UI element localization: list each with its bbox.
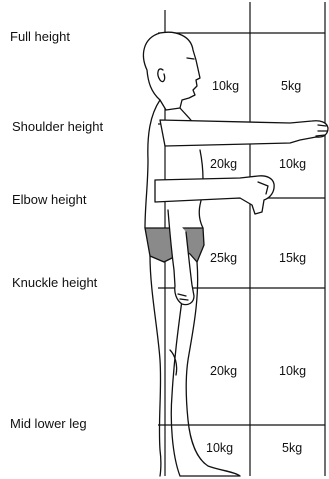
figure-upper-arm (160, 120, 328, 146)
weight-zone3-outer: 15kg (279, 251, 306, 265)
weight-zone5-outer: 5kg (282, 441, 302, 455)
weight-zone2-inner: 20kg (210, 157, 237, 171)
weight-zone1-inner: 10kg (212, 79, 239, 93)
weight-zone5-inner: 10kg (206, 441, 233, 455)
label-full-height: Full height (10, 29, 70, 44)
weight-zone4-inner: 20kg (210, 364, 237, 378)
figure-back-leg (150, 256, 161, 476)
figure-back (145, 100, 160, 228)
weight-zone2-outer: 10kg (279, 157, 306, 171)
label-knuckle-height: Knuckle height (12, 275, 98, 290)
label-elbow-height: Elbow height (12, 192, 87, 207)
weight-zone4-outer: 10kg (279, 364, 306, 378)
weight-zone1-outer: 5kg (281, 79, 301, 93)
label-shoulder-height: Shoulder height (12, 119, 103, 134)
label-mid-lower-leg: Mid lower leg (10, 416, 87, 431)
figure-head (143, 32, 200, 110)
figure-hanging-arm (168, 210, 194, 305)
weight-zone3-inner: 25kg (210, 251, 237, 265)
figure-lower-arm (155, 176, 274, 214)
height-labels: Full height Shoulder height Elbow height… (10, 29, 103, 431)
